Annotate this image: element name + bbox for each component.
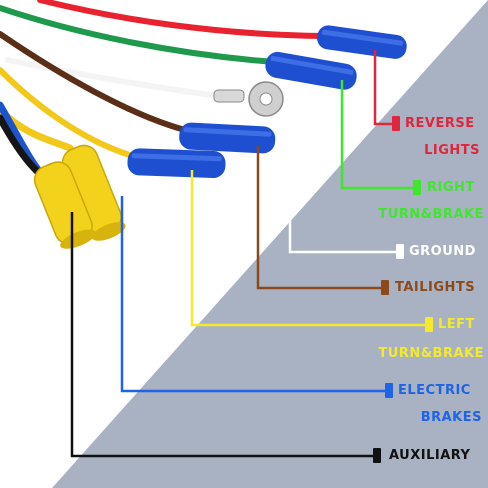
- right-label-line1: RIGHT: [427, 180, 475, 195]
- left-marker: [425, 317, 433, 332]
- electric-label-line1: ELECTRIC: [398, 383, 471, 398]
- auxiliary-marker: [373, 448, 381, 463]
- taillights-label: TAILIGHTS: [395, 280, 476, 295]
- auxiliary-leader: [70, 212, 376, 458]
- gray-background-panel: [52, 0, 488, 488]
- blue-connectors: [127, 25, 407, 178]
- leader-markers: [373, 116, 433, 463]
- brown-wire: [0, 31, 188, 133]
- ground-marker: [396, 244, 404, 259]
- electric-label-line2: BRAKES: [420, 410, 482, 425]
- yellow-wire-thin: [0, 67, 143, 161]
- wire-group: [0, 0, 328, 176]
- right-leader: [340, 80, 416, 190]
- white-wire: [5, 57, 228, 100]
- taillights-connector: [179, 122, 276, 154]
- left-leader: [190, 170, 428, 327]
- auxiliary-connector: [33, 161, 96, 249]
- yellow-connectors: [33, 144, 126, 249]
- red-wire: [37, 0, 328, 39]
- left-label-line2: TURN&BRAKE: [378, 346, 484, 361]
- electric-leader: [120, 196, 388, 393]
- green-wire: [0, 5, 278, 65]
- reverse-marker: [392, 116, 400, 131]
- ground-leader: [288, 115, 398, 254]
- taillights-marker: [381, 280, 389, 295]
- auxiliary-label: AUXILIARY: [389, 448, 471, 463]
- reverse-connector: [317, 25, 407, 59]
- reverse-label-line2: LIGHTS: [424, 143, 480, 158]
- left-label-line1: LEFT: [438, 317, 475, 332]
- reverse-label-line1: REVERSE: [405, 116, 475, 131]
- blue-wire: [0, 101, 44, 176]
- reverse-leader: [373, 50, 394, 126]
- leader-lines: [70, 50, 428, 458]
- right-connector: [265, 51, 357, 90]
- ground-label: GROUND: [409, 244, 476, 259]
- electric-marker: [385, 383, 393, 398]
- ring-terminal: [213, 81, 284, 117]
- right-marker: [413, 180, 421, 195]
- black-wire: [0, 114, 42, 176]
- left-connector: [127, 148, 226, 178]
- right-label-line2: TURN&BRAKE: [378, 207, 484, 222]
- taillights-leader: [256, 146, 384, 290]
